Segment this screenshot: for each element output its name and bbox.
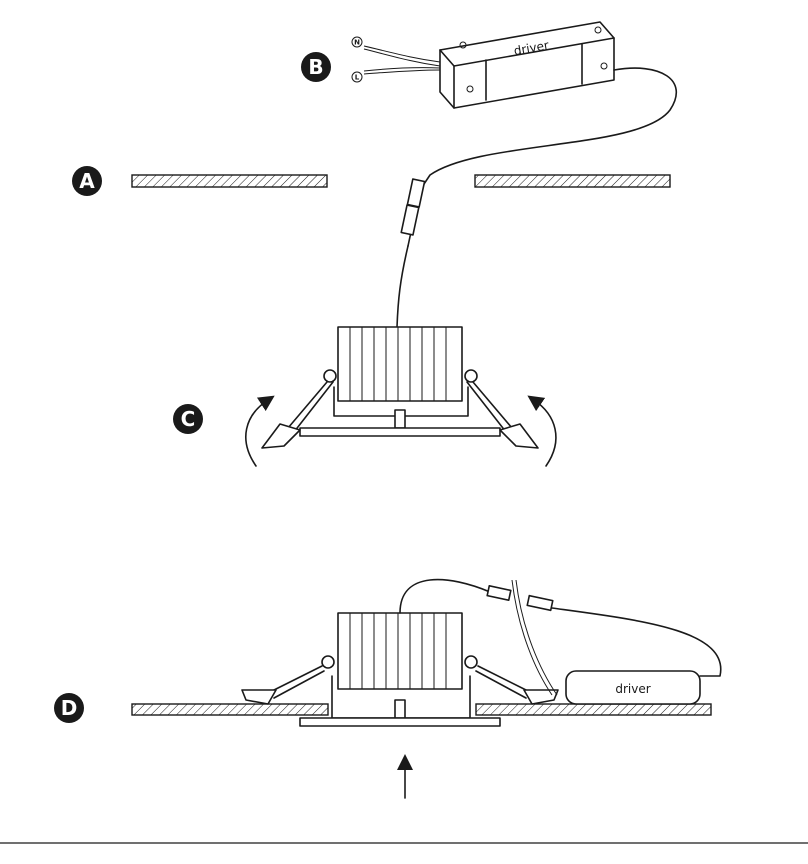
driver-box-top: driver xyxy=(439,21,615,109)
spring-clip-left-c xyxy=(261,369,337,449)
wire-terminal-l: L xyxy=(351,71,363,83)
driver-label-bottom: driver xyxy=(615,682,650,696)
spring-clip-left-d xyxy=(241,655,335,705)
step-a-label: A xyxy=(79,169,95,193)
driver-label-top: driver xyxy=(513,38,550,58)
spring-clip-right-d xyxy=(464,655,559,705)
rotate-arrow-right-icon xyxy=(527,395,557,467)
wire-terminal-n: N xyxy=(351,36,363,48)
wire-label-n: N xyxy=(354,39,360,47)
step-b-label: B xyxy=(308,55,323,79)
heatsink-fins-d xyxy=(349,613,447,689)
driver-box-bottom: driver xyxy=(565,670,701,705)
downlight-d xyxy=(241,612,559,727)
step-badge-a: A xyxy=(72,166,102,196)
spring-clip-right-c xyxy=(464,369,539,449)
step-badge-c: C xyxy=(173,404,203,434)
step-badge-d: D xyxy=(54,693,84,723)
heatsink-fins-c xyxy=(349,327,447,401)
downlight-c xyxy=(245,326,557,467)
driver-cable-d xyxy=(399,578,722,696)
wire-label-l: L xyxy=(355,74,360,82)
mains-wires xyxy=(363,45,441,75)
step-d-label: D xyxy=(61,696,78,720)
ceiling-panel-a xyxy=(131,174,671,188)
driver-output-cable-top xyxy=(396,67,677,328)
rotate-arrow-left-icon xyxy=(245,395,275,467)
step-badge-b: B xyxy=(301,52,331,82)
ceiling-panel-d xyxy=(131,703,712,716)
step-c-label: C xyxy=(181,407,196,431)
